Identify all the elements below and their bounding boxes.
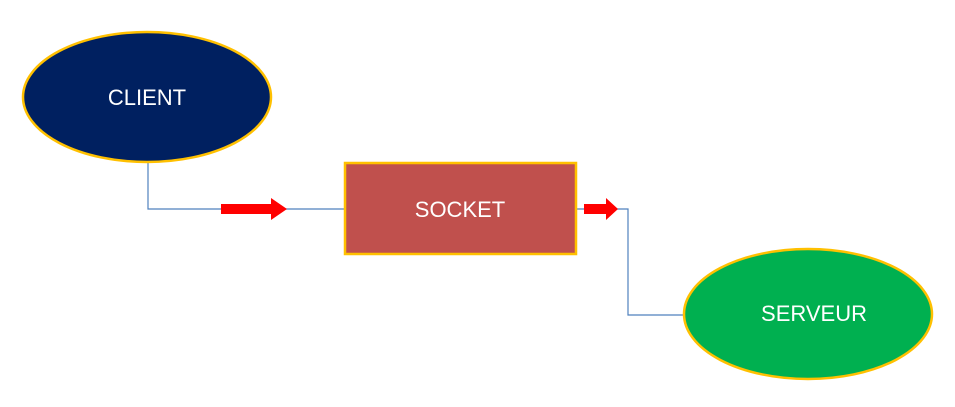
connector-client-to-socket	[147, 163, 346, 210]
arrow-right-icon	[584, 198, 618, 220]
server-ellipse	[682, 247, 934, 381]
socket-label: SOCKET	[415, 197, 505, 222]
server-node: SERVEUR	[682, 247, 934, 381]
connector-socket-to-server	[576, 208, 684, 316]
server-label: SERVEUR	[761, 301, 867, 326]
arrow-right-icon	[221, 198, 287, 220]
client-ellipse	[21, 30, 273, 164]
socket-node: SOCKET	[343, 161, 578, 256]
socket-box	[343, 161, 578, 256]
client-node: CLIENT	[21, 30, 273, 164]
client-label: CLIENT	[108, 85, 186, 110]
